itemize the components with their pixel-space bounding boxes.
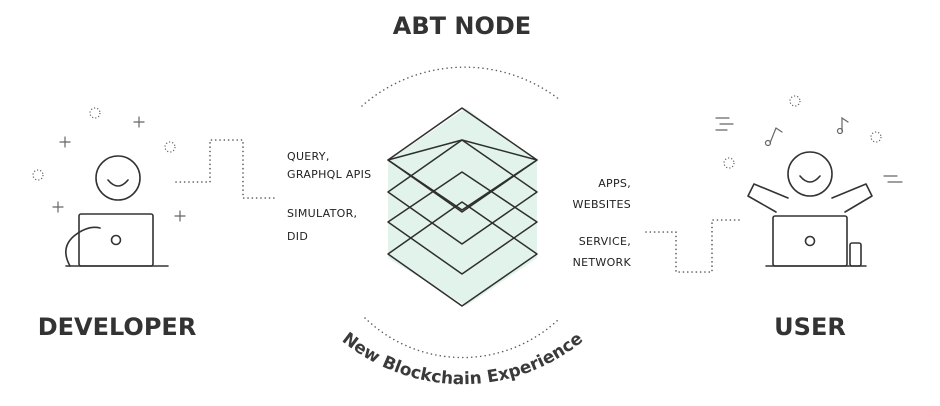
developer-title: DEVELOPER: [38, 313, 197, 341]
layer-1: [387, 107, 538, 213]
label-query: QUERY,: [287, 150, 330, 163]
layer-2: [387, 139, 538, 211]
arc-caption-text: New Blockchain Experience: [338, 329, 587, 389]
developer-laptop-logo: [110, 234, 122, 246]
music-note-icon-2: [836, 116, 849, 135]
user-title: USER: [774, 313, 846, 341]
layer-5: [387, 201, 538, 307]
developer-connector: [175, 139, 279, 199]
bottom-dotted-arc: [364, 317, 561, 359]
user-sparkle-1: [789, 95, 801, 107]
label-network: NETWORK: [573, 256, 632, 269]
arc-caption: New Blockchain Experience: [338, 329, 587, 389]
label-apps: APPS,: [598, 177, 631, 190]
music-note-icon: [764, 127, 783, 147]
layer-4: [387, 171, 538, 275]
user-right-arm: [831, 183, 873, 213]
node-layer-stack: [387, 107, 538, 307]
developer-arm: [65, 226, 101, 267]
developer-head: [95, 155, 141, 201]
user-laptop-logo: [804, 235, 816, 247]
phone-icon: [849, 242, 862, 267]
user-connector: [645, 219, 741, 273]
label-simulator: SIMULATOR,: [287, 207, 357, 220]
abt-node-title: ABT NODE: [393, 12, 531, 40]
developer-laptop-screen: [78, 213, 154, 267]
user-smile: [799, 175, 821, 183]
label-did: DID: [287, 230, 308, 243]
label-service: SERVICE,: [579, 235, 631, 248]
label-websites: WEBSITES: [573, 198, 631, 211]
developer-smile: [107, 179, 129, 187]
developer-sparkles: [32, 107, 186, 222]
layer-stack-fill: [388, 108, 537, 306]
user-left-arm: [747, 183, 789, 213]
user-sparkle-3: [723, 157, 735, 169]
label-graphql-apis: GRAPHQL APIS: [287, 168, 371, 181]
user-head: [787, 151, 833, 197]
sound-lines-right: [883, 175, 903, 183]
layer-3: [387, 139, 538, 245]
sound-lines-left: [715, 117, 734, 131]
developer-illustration: [32, 107, 186, 267]
user-sparkle-2: [870, 131, 882, 143]
top-dotted-arc: [361, 66, 561, 107]
user-laptop-screen: [772, 215, 848, 267]
user-illustration: [715, 95, 903, 267]
